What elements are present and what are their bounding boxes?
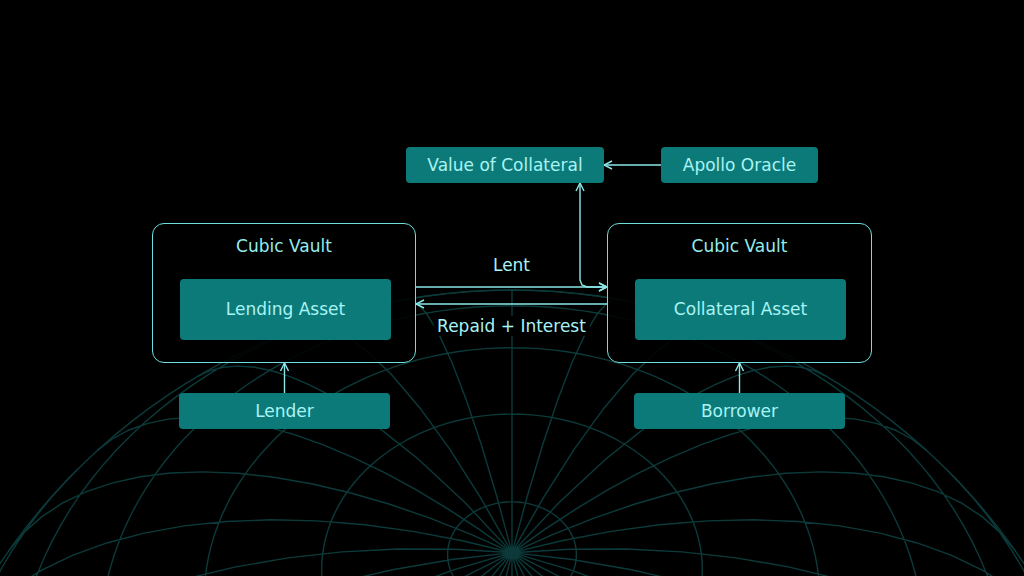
value-box: Value of Collateral: [406, 147, 604, 183]
flow-arrow: [739, 363, 740, 393]
edge-label: Lent: [489, 255, 534, 275]
node-text: Lending Asset: [226, 299, 345, 319]
vault-title: Cubic Vault: [692, 236, 788, 256]
node-text: Apollo Oracle: [683, 155, 796, 175]
flow-arrow: [580, 183, 607, 287]
edge-label: Repaid + Interest: [433, 316, 590, 336]
node-text: Collateral Asset: [674, 299, 807, 319]
oracle-box: Apollo Oracle: [661, 147, 818, 183]
party-box: Lender: [179, 393, 390, 429]
flow-arrow: [284, 363, 285, 393]
asset-box: Collateral Asset: [635, 279, 846, 340]
vault-title: Cubic Vault: [236, 236, 332, 256]
node-text: Lender: [255, 401, 314, 421]
flow-arrow: [604, 164, 661, 165]
party-box: Borrower: [634, 393, 845, 429]
vault-box: Cubic VaultLending Asset: [152, 223, 416, 363]
flow-arrow: [416, 286, 607, 287]
vault-box: Cubic VaultCollateral Asset: [607, 223, 872, 363]
asset-box: Lending Asset: [180, 279, 391, 340]
node-text: Value of Collateral: [427, 155, 582, 175]
node-text: Borrower: [701, 401, 778, 421]
flow-arrow: [416, 303, 607, 304]
